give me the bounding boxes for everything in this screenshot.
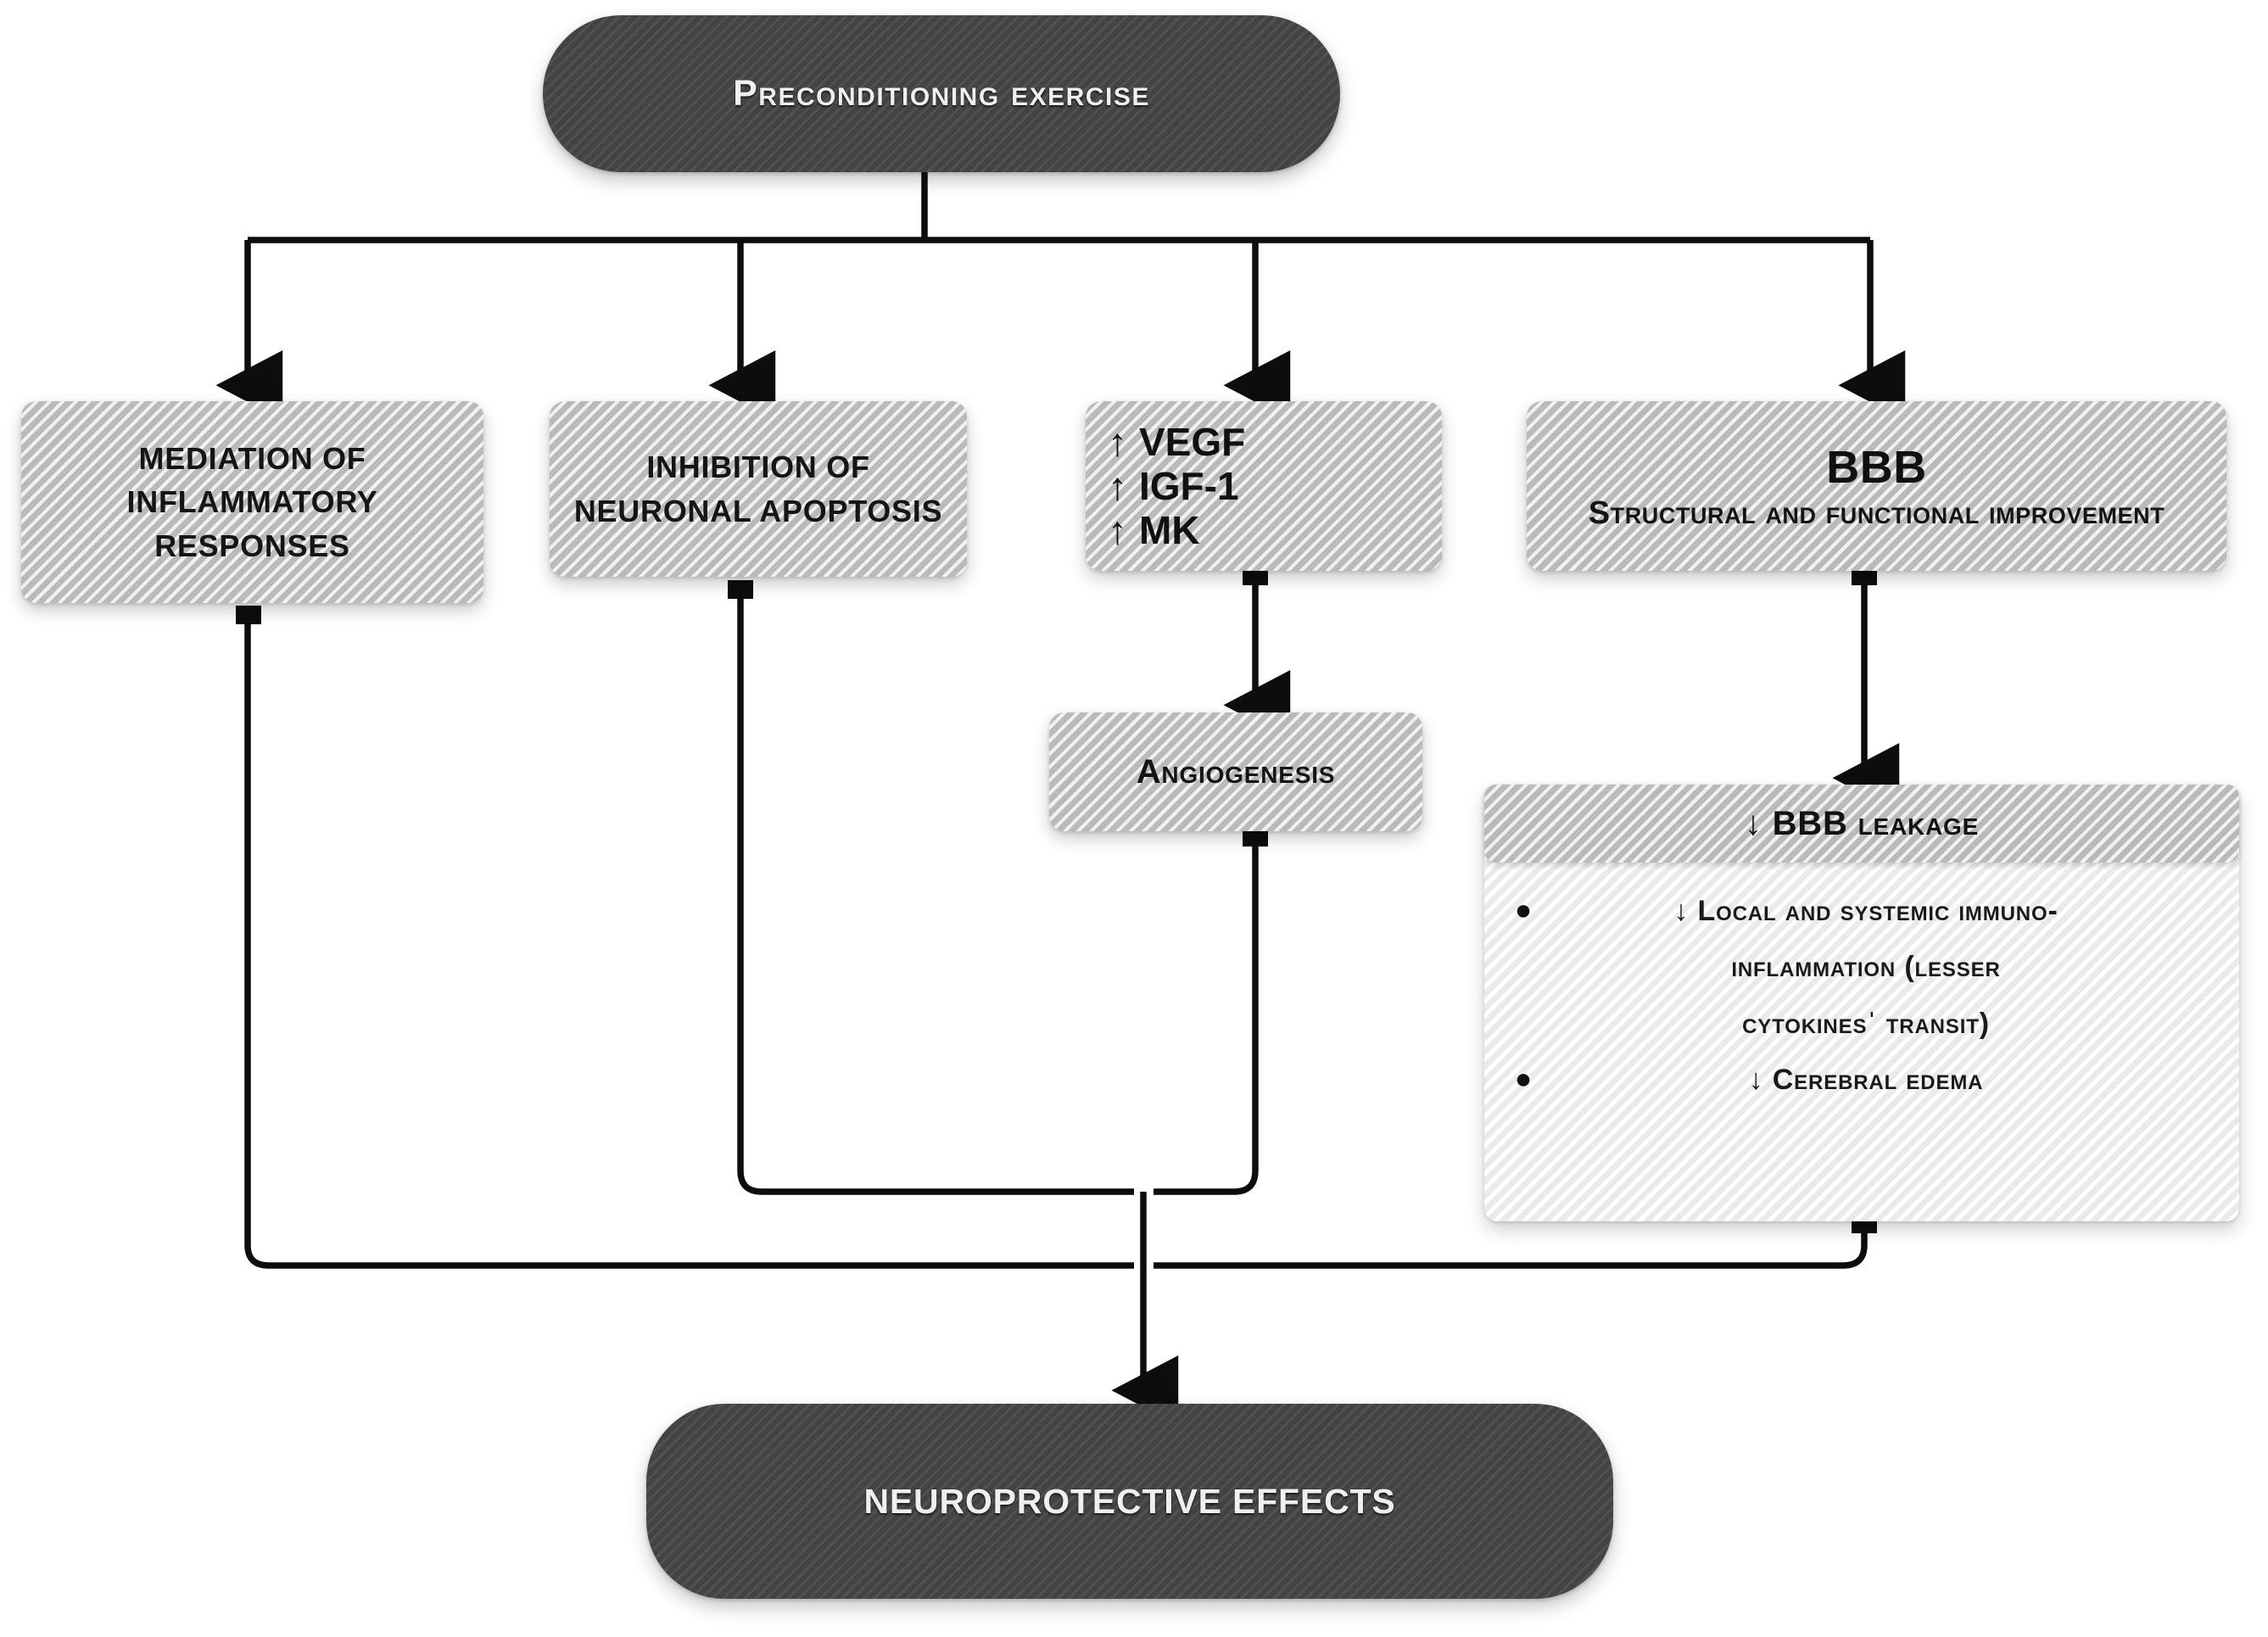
bullet-dot-icon: ● (1514, 1062, 1533, 1095)
edge-inflammation-to-merge (244, 612, 1134, 1269)
up-arrow-icon: ↑ (1108, 419, 1127, 464)
growth-factor-list: ↑ VEGF ↑ IGF-1 ↑ MK (1086, 419, 1246, 553)
up-arrow-icon: ↑ (1108, 508, 1127, 553)
node-label-bbb-subtitle: Structural and functional improvement (1588, 494, 2165, 531)
node-bbb-improvement[interactable]: BBB Structural and functional improvemen… (1527, 401, 2226, 571)
list-item: ● ↓ Local and systemic immuno-inflammatio… (1484, 883, 2239, 1052)
growth-factor-label: MK (1139, 508, 1200, 553)
node-label-bbb-title: BBB (1826, 441, 1927, 493)
growth-factor-label: VEGF (1139, 419, 1246, 464)
edge-angiogenesis-to-merge (1154, 835, 1259, 1195)
growth-factor-row: ↑ VEGF (1108, 419, 1246, 464)
edge-marker-apoptosis (728, 580, 753, 599)
list-item: ● ↓ Cerebral edema (1484, 1052, 2239, 1108)
edge-marker-inflammation (236, 606, 261, 624)
node-label-angiogenesis: Angiogenesis (1136, 752, 1336, 791)
panel-header-label-bbb-leakage: ↓ BBB leakage (1744, 804, 1980, 842)
growth-factor-row: ↑ MK (1108, 508, 1245, 553)
bullet-dot-icon: ● (1514, 894, 1533, 926)
growth-factor-row: ↑ IGF-1 (1108, 463, 1245, 508)
panel-bbb-leakage[interactable]: ↓ BBB leakage ● ↓ Local and systemic immu… (1484, 785, 2239, 1221)
node-label-neuroprotective-effects: NEUROPROTECTIVE EFFECTS (863, 1481, 1396, 1521)
edge-bbb-panel-to-merge (1154, 1221, 1868, 1269)
panel-body-bbb-leakage: ● ↓ Local and systemic immuno-inflammatio… (1484, 869, 2239, 1221)
growth-factor-label: IGF-1 (1139, 463, 1239, 508)
node-preconditioning-exercise[interactable]: Preconditioning exercise (543, 15, 1340, 172)
node-label-preconditioning-exercise: Preconditioning exercise (733, 73, 1150, 114)
list-item-label: ↓ Cerebral edema (1748, 1063, 1984, 1096)
node-growth-factors[interactable]: ↑ VEGF ↑ IGF-1 ↑ MK (1086, 401, 1442, 571)
node-neuroprotective-effects[interactable]: NEUROPROTECTIVE EFFECTS (646, 1404, 1613, 1599)
node-angiogenesis[interactable]: Angiogenesis (1049, 712, 1422, 831)
edge-apoptosis-to-merge (737, 587, 1134, 1195)
list-item-label: ↓ Local and systemic immuno-inflammation… (1673, 895, 2059, 1040)
panel-header-bbb-leakage: ↓ BBB leakage (1484, 785, 2239, 863)
up-arrow-icon: ↑ (1108, 463, 1127, 508)
